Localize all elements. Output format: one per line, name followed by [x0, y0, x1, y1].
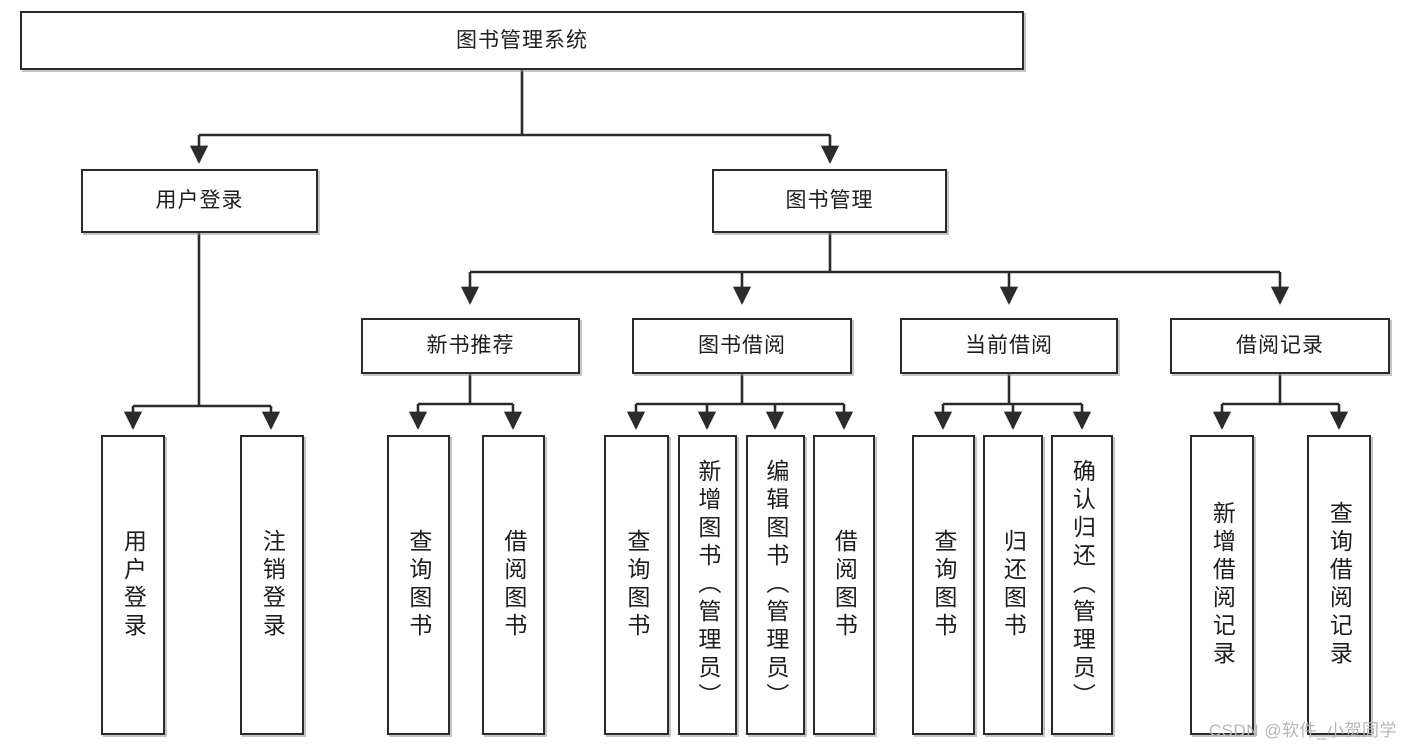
- watermark: CSDN @软件_小贺同学: [1208, 721, 1397, 740]
- node-book-management[interactable]: 图书管理: [712, 169, 947, 233]
- node-leaf-edit-book-label: 编辑图书（管理员）: [762, 459, 789, 711]
- node-leaf-borrow-book-2-label: 借阅图书: [831, 529, 858, 641]
- node-leaf-user-login-label: 用户登录: [120, 529, 147, 641]
- node-leaf-query-record[interactable]: 查询借阅记录: [1307, 435, 1371, 735]
- node-leaf-query-book-3-label: 查询图书: [930, 529, 957, 641]
- node-leaf-add-book[interactable]: 新增图书（管理员）: [678, 435, 737, 735]
- node-leaf-confirm-return-label: 确认归还（管理员）: [1069, 459, 1096, 711]
- node-book-management-label: 图书管理: [785, 189, 874, 213]
- node-current-borrow[interactable]: 当前借阅: [900, 318, 1118, 374]
- node-borrow-record[interactable]: 借阅记录: [1170, 318, 1390, 374]
- node-leaf-logout[interactable]: 注销登录: [240, 435, 304, 735]
- node-root-label: 图书管理系统: [456, 28, 588, 52]
- node-leaf-edit-book[interactable]: 编辑图书（管理员）: [746, 435, 805, 735]
- node-book-borrow-label: 图书借阅: [698, 334, 786, 358]
- node-leaf-borrow-book-1[interactable]: 借阅图书: [482, 435, 545, 735]
- node-new-book-recommend[interactable]: 新书推荐: [361, 318, 580, 374]
- node-new-book-recommend-label: 新书推荐: [426, 334, 515, 358]
- node-book-borrow[interactable]: 图书借阅: [632, 318, 852, 374]
- node-leaf-add-record[interactable]: 新增借阅记录: [1190, 435, 1254, 735]
- node-leaf-add-record-label: 新增借阅记录: [1209, 501, 1236, 669]
- node-current-borrow-label: 当前借阅: [965, 334, 1053, 358]
- node-borrow-record-label: 借阅记录: [1236, 334, 1324, 358]
- node-leaf-return-book-label: 归还图书: [1000, 529, 1027, 641]
- node-leaf-user-login[interactable]: 用户登录: [101, 435, 165, 735]
- node-leaf-borrow-book-2[interactable]: 借阅图书: [813, 435, 875, 735]
- node-leaf-add-book-label: 新增图书（管理员）: [694, 459, 721, 711]
- node-leaf-query-book-1[interactable]: 查询图书: [387, 435, 450, 735]
- node-leaf-borrow-book-1-label: 借阅图书: [500, 529, 527, 641]
- node-leaf-query-book-2[interactable]: 查询图书: [604, 435, 669, 735]
- node-leaf-logout-label: 注销登录: [259, 529, 286, 641]
- node-user-login[interactable]: 用户登录: [81, 169, 318, 233]
- node-leaf-query-book-1-label: 查询图书: [405, 529, 432, 641]
- node-leaf-query-record-label: 查询借阅记录: [1326, 501, 1353, 669]
- node-leaf-confirm-return[interactable]: 确认归还（管理员）: [1051, 435, 1113, 735]
- node-leaf-query-book-3[interactable]: 查询图书: [912, 435, 975, 735]
- node-user-login-label: 用户登录: [155, 189, 244, 213]
- node-root[interactable]: 图书管理系统: [20, 11, 1024, 70]
- node-leaf-query-book-2-label: 查询图书: [623, 529, 650, 641]
- node-leaf-return-book[interactable]: 归还图书: [983, 435, 1043, 735]
